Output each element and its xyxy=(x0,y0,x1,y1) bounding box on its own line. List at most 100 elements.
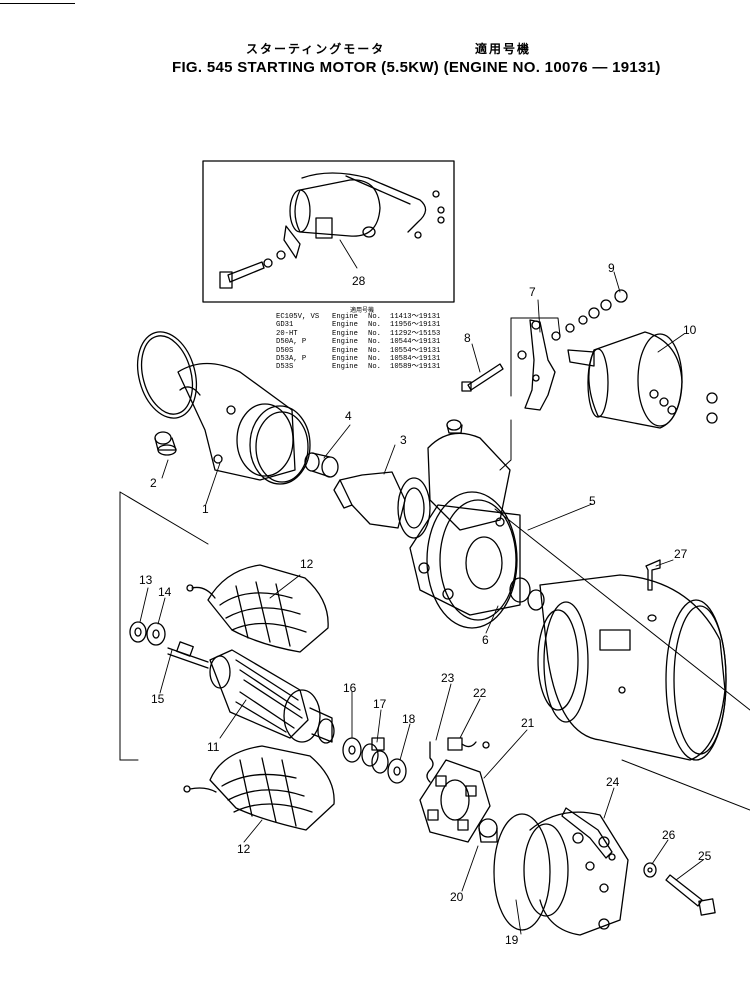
callout-26: 26 xyxy=(662,828,676,842)
part-22-brush xyxy=(447,737,490,751)
callout-23: 23 xyxy=(441,671,455,685)
part-26-washer xyxy=(643,862,657,878)
part-12-cover-lower xyxy=(183,745,335,831)
callout-1: 1 xyxy=(202,502,209,516)
callout-15: 15 xyxy=(151,692,165,706)
callout-16: 16 xyxy=(343,681,357,695)
callout-14: 14 xyxy=(158,585,172,599)
callout-4: 4 xyxy=(345,409,352,423)
callout-7: 7 xyxy=(529,285,536,299)
part-name-japanese: スターティングモータ xyxy=(246,42,386,56)
callout-20: 20 xyxy=(450,890,464,904)
part-20-bushing xyxy=(478,818,498,843)
callout-13: 13 xyxy=(139,573,153,587)
applicability-table-heading: 適用号機 xyxy=(350,307,375,314)
callout-21: 21 xyxy=(521,716,535,730)
part-27-screw xyxy=(645,559,661,622)
part-16-17-18-washers xyxy=(342,737,407,784)
part-7-shift-lever xyxy=(517,319,556,411)
row-no: No. xyxy=(368,321,381,330)
part-25-bolt xyxy=(665,874,716,916)
callout-28: 28 xyxy=(352,274,366,288)
part-28-solenoid-assembly xyxy=(219,172,445,289)
row-model: EC105V, VS xyxy=(276,313,320,321)
row-range: 11292～15153 xyxy=(390,329,441,338)
applicability-row: D53S Engine No. 10589～19131 xyxy=(276,363,440,371)
callout-6: 6 xyxy=(482,633,489,647)
applicability-japanese: 適用号機 xyxy=(475,42,532,56)
part-3-pinion-clutch xyxy=(333,471,431,539)
applicability-row: D50S Engine No. 10554～19131 xyxy=(276,347,440,355)
part-5-yoke xyxy=(539,574,727,761)
callout-3: 3 xyxy=(400,433,407,447)
part-19-rear-cover xyxy=(493,811,629,936)
row-range: 10554～19131 xyxy=(390,346,441,355)
row-engine: Engine xyxy=(332,321,358,330)
callout-19: 19 xyxy=(505,933,519,947)
applicability-row: 20-HT Engine No. 11292～15153 xyxy=(276,330,440,338)
inset-frame xyxy=(202,160,455,303)
row-engine: Engine xyxy=(332,363,358,372)
row-no: No. xyxy=(368,329,381,338)
callout-labels: 1 2 3 4 5 6 7 8 9 10 11 12 12 13 14 15 1… xyxy=(139,261,712,947)
row-no: No. xyxy=(368,313,381,321)
callout-10: 10 xyxy=(683,323,697,337)
callout-22: 22 xyxy=(473,686,487,700)
part-2-bushing xyxy=(154,431,177,456)
callout-2: 2 xyxy=(150,476,157,490)
callout-24: 24 xyxy=(606,775,620,789)
row-engine: Engine xyxy=(332,329,358,338)
row-range: 10584～19131 xyxy=(390,355,441,364)
callout-5: 5 xyxy=(589,494,596,508)
part-8-bolt xyxy=(461,363,504,392)
part-13-14-washers xyxy=(129,621,166,646)
callout-25: 25 xyxy=(698,849,712,863)
row-range: 11956～19131 xyxy=(390,321,441,330)
row-engine: Engine xyxy=(332,313,358,321)
row-engine: Engine xyxy=(332,346,358,355)
corner-rule xyxy=(0,3,75,4)
row-no: No. xyxy=(368,346,381,355)
part-24-brace xyxy=(561,807,616,861)
part-10-solenoid-switch xyxy=(567,331,718,429)
row-model: GD31 xyxy=(276,321,294,330)
callout-12-upper: 12 xyxy=(300,557,314,571)
row-model: 20-HT xyxy=(276,329,298,338)
callout-11: 11 xyxy=(207,740,220,754)
callout-27: 27 xyxy=(674,547,688,561)
row-model: D53S xyxy=(276,363,294,372)
row-no: No. xyxy=(368,363,381,372)
row-model: D50S xyxy=(276,346,294,355)
callout-leaders xyxy=(139,239,704,935)
callout-17: 17 xyxy=(373,697,387,711)
part-11-armature xyxy=(167,641,335,744)
callout-12-lower: 12 xyxy=(237,842,251,856)
row-no: No. xyxy=(368,338,381,347)
row-range: 10544～19131 xyxy=(390,338,441,347)
applicability-row: D50A, P Engine No. 10544～19131 xyxy=(276,338,440,346)
part-21-brush-holder xyxy=(419,759,491,843)
part-9-nuts xyxy=(551,289,628,341)
row-engine: Engine xyxy=(332,338,358,347)
assembly-boundary-lines xyxy=(119,317,750,811)
applicability-row: EC105V, VS Engine No. 11413～19131 xyxy=(276,313,440,321)
callout-18: 18 xyxy=(402,712,416,726)
row-engine: Engine xyxy=(332,355,358,364)
row-no: No. xyxy=(368,355,381,364)
callout-9: 9 xyxy=(608,261,615,275)
figure-title: FIG. 545 STARTING MOTOR (5.5KW) (ENGINE … xyxy=(172,59,661,76)
applicability-row: D53A, P Engine No. 10584～19131 xyxy=(276,355,440,363)
drive-end-bracket xyxy=(409,419,521,629)
callout-8: 8 xyxy=(464,331,471,345)
row-range: 11413～19131 xyxy=(390,313,441,321)
applicability-row: GD31 Engine No. 11956～19131 xyxy=(276,321,440,329)
part-4-sleeve xyxy=(304,452,339,478)
part-12-cover-upper xyxy=(186,564,329,653)
part-1-front-housing xyxy=(137,331,311,485)
row-model: D53A, P xyxy=(276,355,307,364)
applicability-table: EC105V, VS Engine No. 11413～19131 GD31 E… xyxy=(276,313,440,372)
part-23-spring xyxy=(426,741,434,783)
row-range: 10589～19131 xyxy=(390,363,441,372)
row-model: D50A, P xyxy=(276,338,307,347)
